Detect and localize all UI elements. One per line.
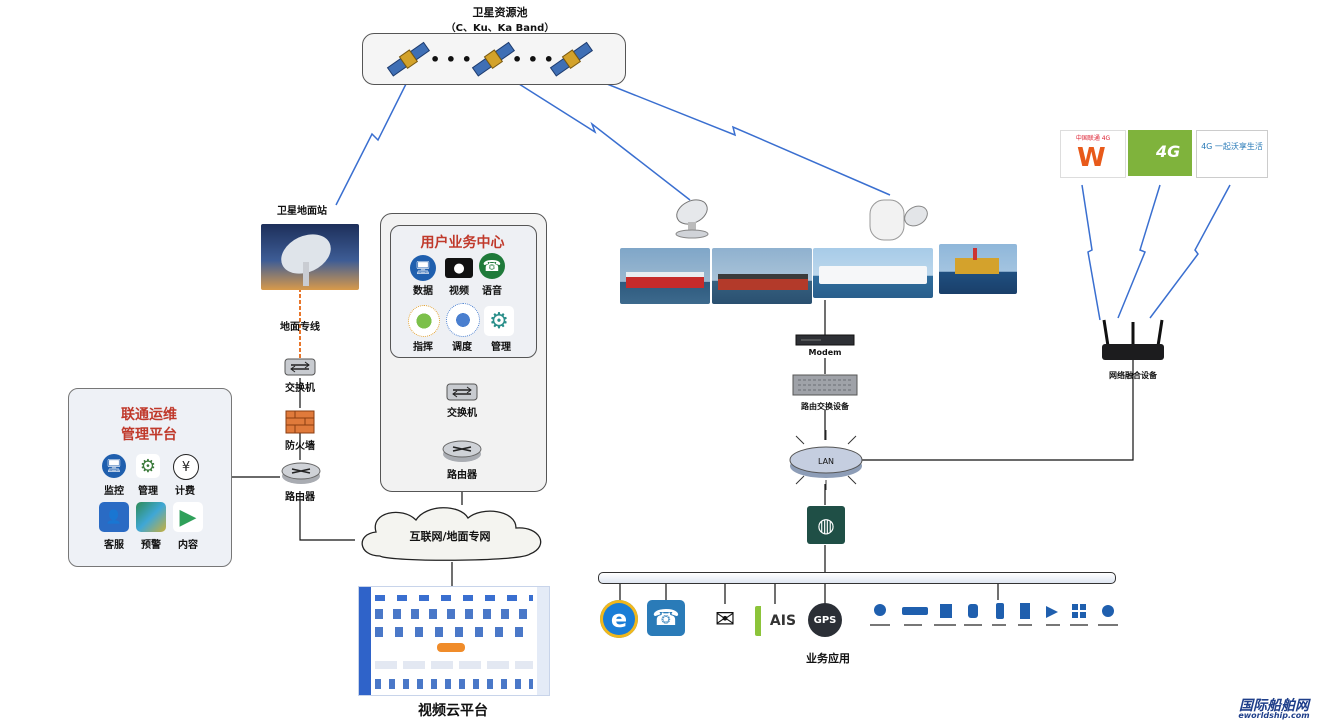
- ops-item-label: 预警: [141, 540, 161, 551]
- sat-link-ground: [335, 69, 414, 206]
- ship-photo-fishing: [620, 248, 710, 304]
- modem-icon: [795, 334, 855, 346]
- cell-link-2: [1117, 184, 1161, 319]
- ops-platform-title-2: 管理平台: [121, 427, 177, 443]
- firewall-icon: [285, 410, 315, 434]
- carrier-card-slogan: 4G 一起沃享生活: [1196, 130, 1268, 178]
- user-item-label: 语音: [482, 286, 502, 297]
- firewall-label: 防火墙: [285, 441, 315, 452]
- video-platform-screenshot: [358, 586, 550, 696]
- watermark-cn: 国际船舶网: [1239, 698, 1309, 714]
- yen-icon: ¥: [173, 454, 199, 480]
- video-platform-label: 视频云平台: [418, 703, 488, 719]
- map-icon: [136, 502, 166, 532]
- browser-icon: e: [600, 600, 638, 638]
- ground-station-photo: [261, 224, 359, 290]
- user-center-title: 用户业务中心: [420, 235, 505, 251]
- satellite-dots-2: • • •: [512, 50, 554, 69]
- cloud-shape: [361, 507, 542, 561]
- ship-photo-cargo: [712, 248, 812, 304]
- telephone-icon: ☎: [647, 600, 685, 636]
- satellite-icon: [386, 41, 431, 77]
- switch-icon: [446, 383, 478, 401]
- modem-label: Modem: [808, 348, 842, 357]
- mail-icon: ✉: [708, 605, 742, 633]
- monitor-icon: 🖥: [410, 255, 436, 281]
- router-icon: [281, 462, 321, 484]
- user-icon: 👤: [99, 502, 129, 532]
- ops-platform-title-1: 联通运维: [121, 407, 177, 423]
- server-icon: ◍: [807, 506, 845, 544]
- user-item-label: 视频: [449, 286, 469, 297]
- play-icon: ▶: [173, 502, 203, 532]
- carrier-card-4g: 4G: [1128, 130, 1192, 176]
- ground-line-label: 地面专线: [280, 322, 320, 333]
- gps-icon: GPS: [808, 603, 842, 637]
- ship-photo-cruise: [813, 248, 933, 298]
- rig-photo: [939, 244, 1017, 294]
- sat-link-vsat2: [571, 69, 891, 196]
- ops-item-label: 监控: [104, 486, 124, 497]
- left-switch-label: 交换机: [285, 383, 315, 394]
- routing-device-icon: [792, 374, 858, 396]
- dispatch-icon: [446, 303, 480, 337]
- vsat-antenna-icon: [675, 199, 709, 239]
- carrier-card-unicom-label: 中国联通 4G: [1075, 135, 1111, 142]
- gear-icon: ⚙: [484, 306, 514, 336]
- command-icon: [408, 305, 440, 337]
- vsat-radome-icon: [869, 199, 928, 241]
- ops-item-label: 内容: [178, 540, 198, 551]
- user-item-label: 指挥: [413, 342, 433, 353]
- ops-item-label: 客服: [104, 540, 124, 551]
- phone-icon: ☎: [479, 253, 505, 279]
- network-bus: [598, 572, 1116, 584]
- cell-link-3: [1149, 184, 1231, 319]
- cloud-label: 互联网/地面专网: [409, 530, 491, 543]
- lan-hub-icon: [789, 430, 863, 490]
- cell-link-1: [1081, 184, 1101, 321]
- monitor-icon: 🖥: [102, 454, 126, 478]
- switch-icon: [284, 358, 316, 376]
- ground-station-label: 卫星地面站: [277, 206, 327, 217]
- satellite-icon: [549, 41, 594, 77]
- satellite-dots-1: • • •: [430, 50, 472, 69]
- watermark-en: eworldship.com: [1238, 711, 1310, 720]
- gear-icon: ⚙: [136, 454, 160, 478]
- device-icon-strip: [870, 603, 1118, 626]
- left-router-label: 路由器: [285, 492, 315, 503]
- lan-label: LAN: [817, 457, 835, 466]
- user-item-label: 调度: [452, 342, 472, 353]
- carrier-card-4g-label: 4G: [1156, 142, 1181, 161]
- satellite-icon: [471, 41, 516, 77]
- carrier-card-slogan-label: 4G 一起沃享生活: [1201, 142, 1263, 151]
- routing-device-label: 路由交换设备: [801, 402, 849, 411]
- user-item-label: 管理: [491, 342, 511, 353]
- satellite-pool-subtitle: （C、Ku、Ka Band）: [445, 23, 555, 34]
- business-label: 业务应用: [806, 652, 850, 665]
- center-switch-label: 交换机: [447, 408, 477, 419]
- center-router-label: 路由器: [447, 470, 477, 481]
- fusion-device-label: 网络融合设备: [1109, 371, 1157, 380]
- camera-icon: ●: [445, 258, 473, 278]
- user-item-label: 数据: [413, 286, 433, 297]
- ops-item-label: 计费: [175, 486, 195, 497]
- sat-link-vsat1: [496, 69, 691, 201]
- carrier-card-unicom: 中国联通 4G W: [1060, 130, 1126, 178]
- router-icon: [442, 440, 482, 462]
- fusion-router-icon: [1102, 319, 1164, 360]
- ais-icon: AIS: [755, 606, 805, 636]
- ops-item-label: 管理: [138, 486, 158, 497]
- satellite-pool-title: 卫星资源池: [472, 6, 528, 19]
